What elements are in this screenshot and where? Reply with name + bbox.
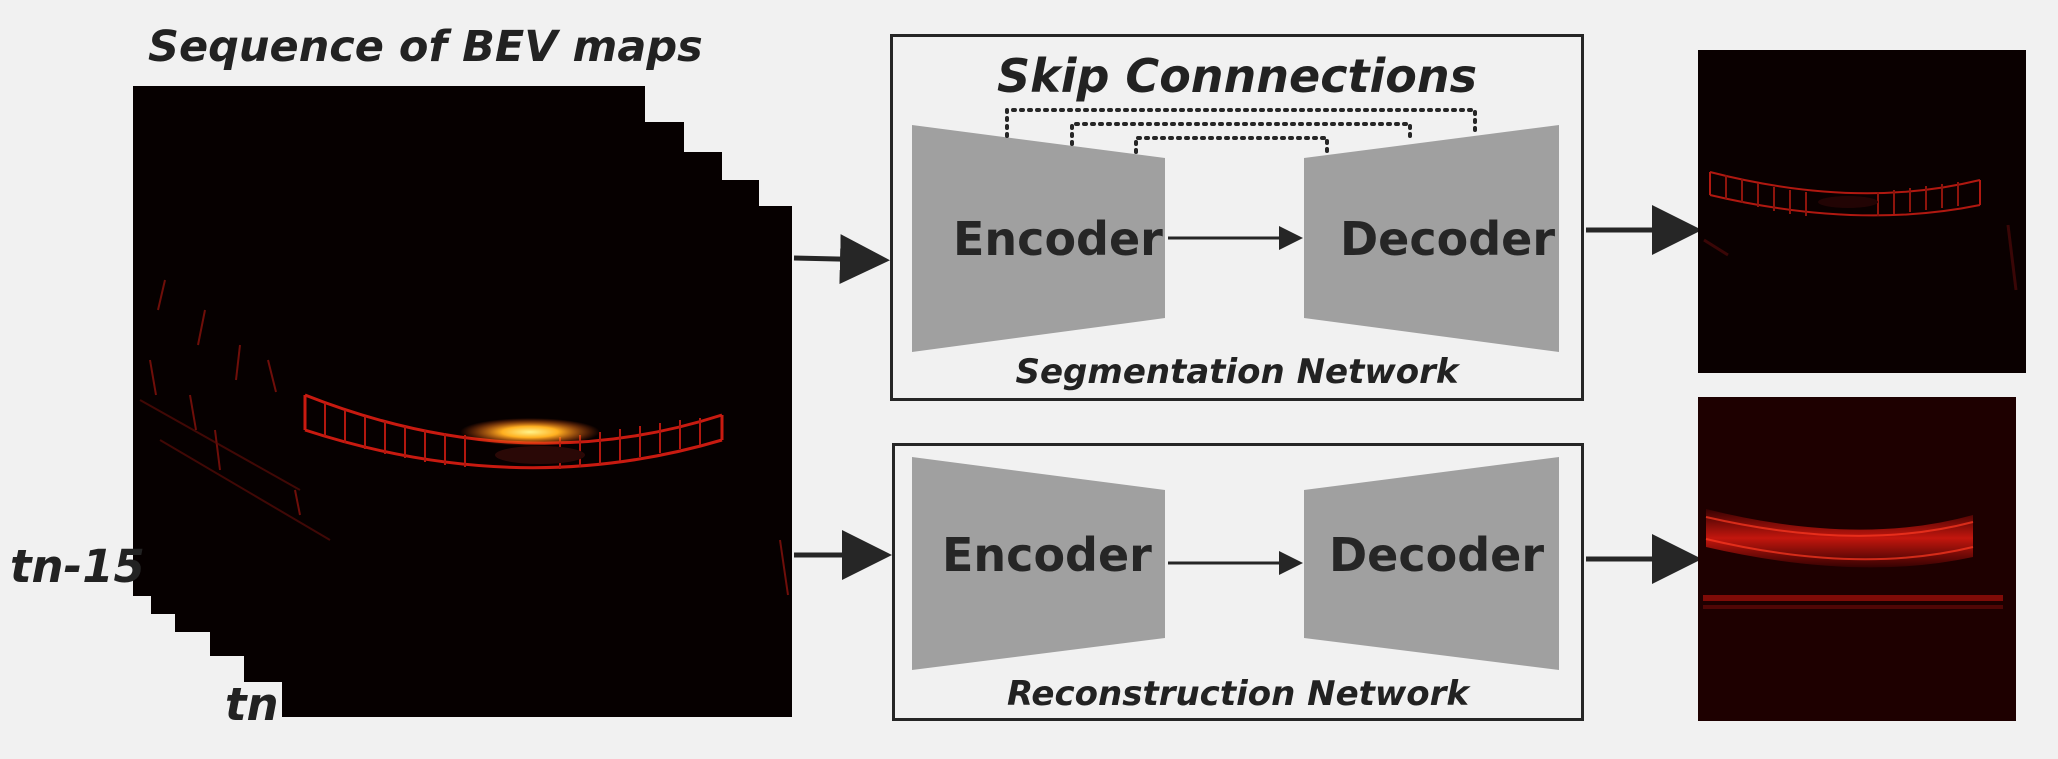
input-to-segmentation-arrow [793,234,890,285]
skip-connections [1005,108,1477,155]
segmentation-network-label: Segmentation Network [1015,352,1459,392]
seg-decoder-label: Decoder [1340,212,1556,266]
rec-encoder-block [912,457,1165,670]
bev-heatmap-overlay [139,279,789,596]
rec-decoder-block [1304,457,1559,670]
seg-encoder-label: Encoder [953,212,1163,266]
reconstruction-output-image [1698,397,2016,721]
bev-sequence-title: Sequence of BEV maps [148,22,703,72]
seg-encoder-block [912,125,1165,352]
last-frame-label: tn [225,678,279,731]
seg-decoder-block [1304,125,1559,352]
rec-decoder-label: Decoder [1329,528,1545,582]
segmentation-output-image [1698,50,2026,373]
rec-encoder-label: Encoder [942,528,1152,582]
skip-connections-label: Skip Connnections [997,49,1477,103]
reconstruction-network-label: Reconstruction Network [1006,674,1470,714]
first-frame-label: tn-15 [10,540,145,593]
